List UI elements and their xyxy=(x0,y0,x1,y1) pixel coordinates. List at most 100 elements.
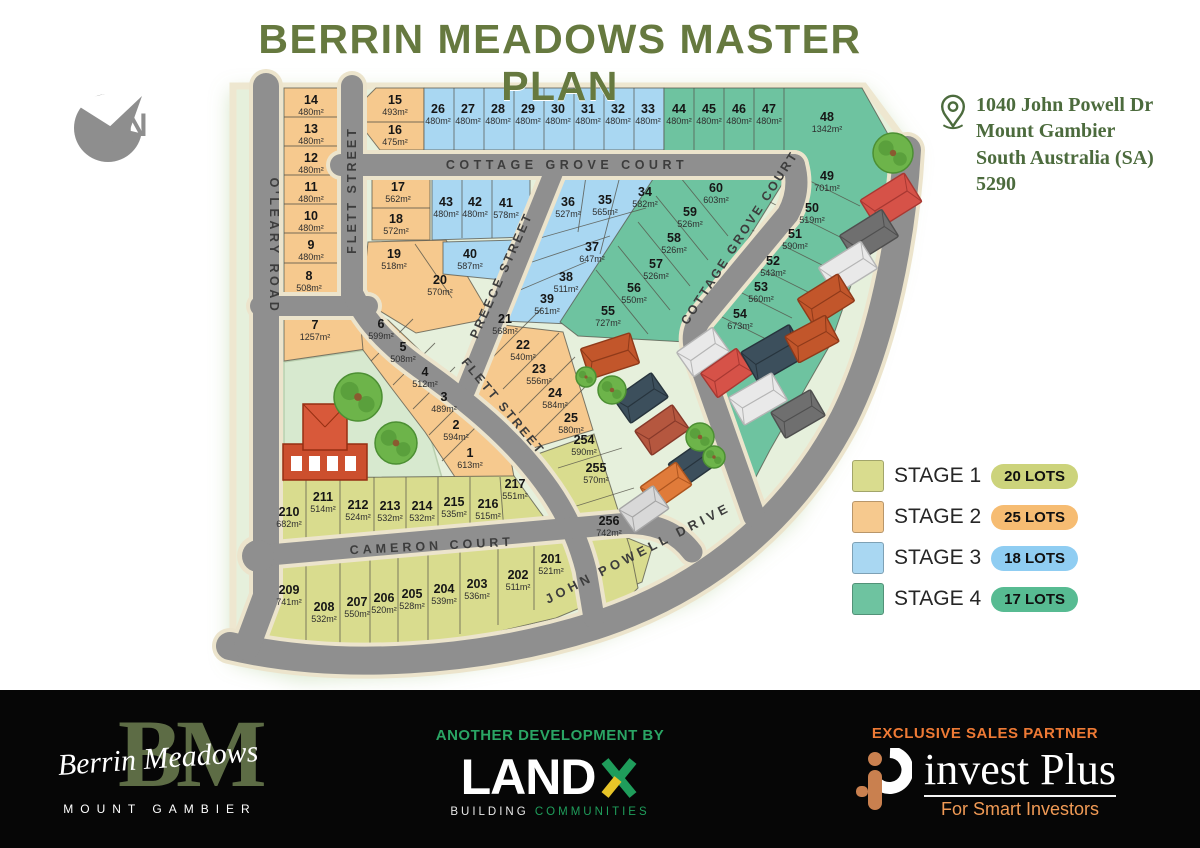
display-home-icon xyxy=(770,389,826,439)
lot-divider xyxy=(577,175,587,233)
tree-icon xyxy=(872,132,914,174)
street-label-cottage-grove-court: COTTAGE GROVE COURT xyxy=(446,158,688,172)
tree-icon xyxy=(702,445,726,469)
display-home-icon xyxy=(676,327,730,377)
road-preece-street xyxy=(456,164,563,400)
landx-tagline-building: BUILDING xyxy=(450,805,529,818)
lot-divider xyxy=(531,235,611,263)
stage-2-lot-count-badge: 25 LOTS xyxy=(991,504,1078,530)
tree-icon xyxy=(575,366,597,388)
legend-row-stage-1: STAGE 1 20 LOTS xyxy=(852,460,1078,492)
cameron-court-culdesac xyxy=(242,540,274,572)
address-block: 1040 John Powell Dr Mount Gambier South … xyxy=(938,92,1188,198)
address-line-2: Mount Gambier xyxy=(976,120,1116,143)
lot-divider xyxy=(539,207,647,239)
lot-divider xyxy=(534,380,592,438)
developer-block: ANOTHER DEVELOPMENT BY LAND BUILDING COM… xyxy=(330,721,770,818)
lot-divider xyxy=(655,195,709,261)
tree-icon xyxy=(333,372,383,422)
stage-3-label: STAGE 3 xyxy=(894,546,982,569)
street-label-flett-street-north: FLETT STREET xyxy=(345,126,359,254)
road-oleary-road xyxy=(234,73,279,660)
stage-4-label: STAGE 4 xyxy=(894,587,982,610)
berrin-meadows-logo: BM Berrin Meadows MOUNT GAMBIER xyxy=(0,690,330,848)
invest-plus-logo: invest Plus For Smart Investors xyxy=(854,747,1116,820)
lot-divider xyxy=(637,221,691,287)
stage-2-swatch xyxy=(852,501,884,533)
lot-divider xyxy=(595,269,649,335)
landx-x-icon xyxy=(601,757,637,798)
address-line-1: 1040 John Powell Dr xyxy=(976,94,1154,116)
site-plan-map: O'LEARY ROAD FLETT STREET COTTAGE GROVE … xyxy=(212,69,925,679)
legend-row-stage-2: STAGE 2 25 LOTS xyxy=(852,501,1078,533)
compass-n-label: N xyxy=(124,107,147,143)
stage-1-lot-count-badge: 20 LOTS xyxy=(991,463,1078,489)
legend-row-stage-4: STAGE 4 17 LOTS xyxy=(852,583,1078,615)
sales-partner-block: EXCLUSIVE SALES PARTNER invest Plus For … xyxy=(770,719,1200,820)
stage-legend: STAGE 1 20 LOTS STAGE 2 25 LOTS STAGE 3 … xyxy=(852,460,1078,615)
location-pin-icon xyxy=(940,94,966,130)
lot-divider xyxy=(519,261,587,291)
display-home-icon xyxy=(579,332,641,380)
lot-divider xyxy=(675,171,729,237)
bm-subtitle: MOUNT GAMBIER xyxy=(63,802,257,816)
landx-logo: LAND xyxy=(461,752,640,802)
address-line-3: South Australia (SA) xyxy=(976,146,1154,169)
tree-icon xyxy=(374,421,418,465)
stage-4-swatch xyxy=(852,583,884,615)
developer-heading: ANOTHER DEVELOPMENT BY xyxy=(435,726,665,744)
lot-divider xyxy=(569,487,635,509)
lot-divider xyxy=(502,332,560,390)
